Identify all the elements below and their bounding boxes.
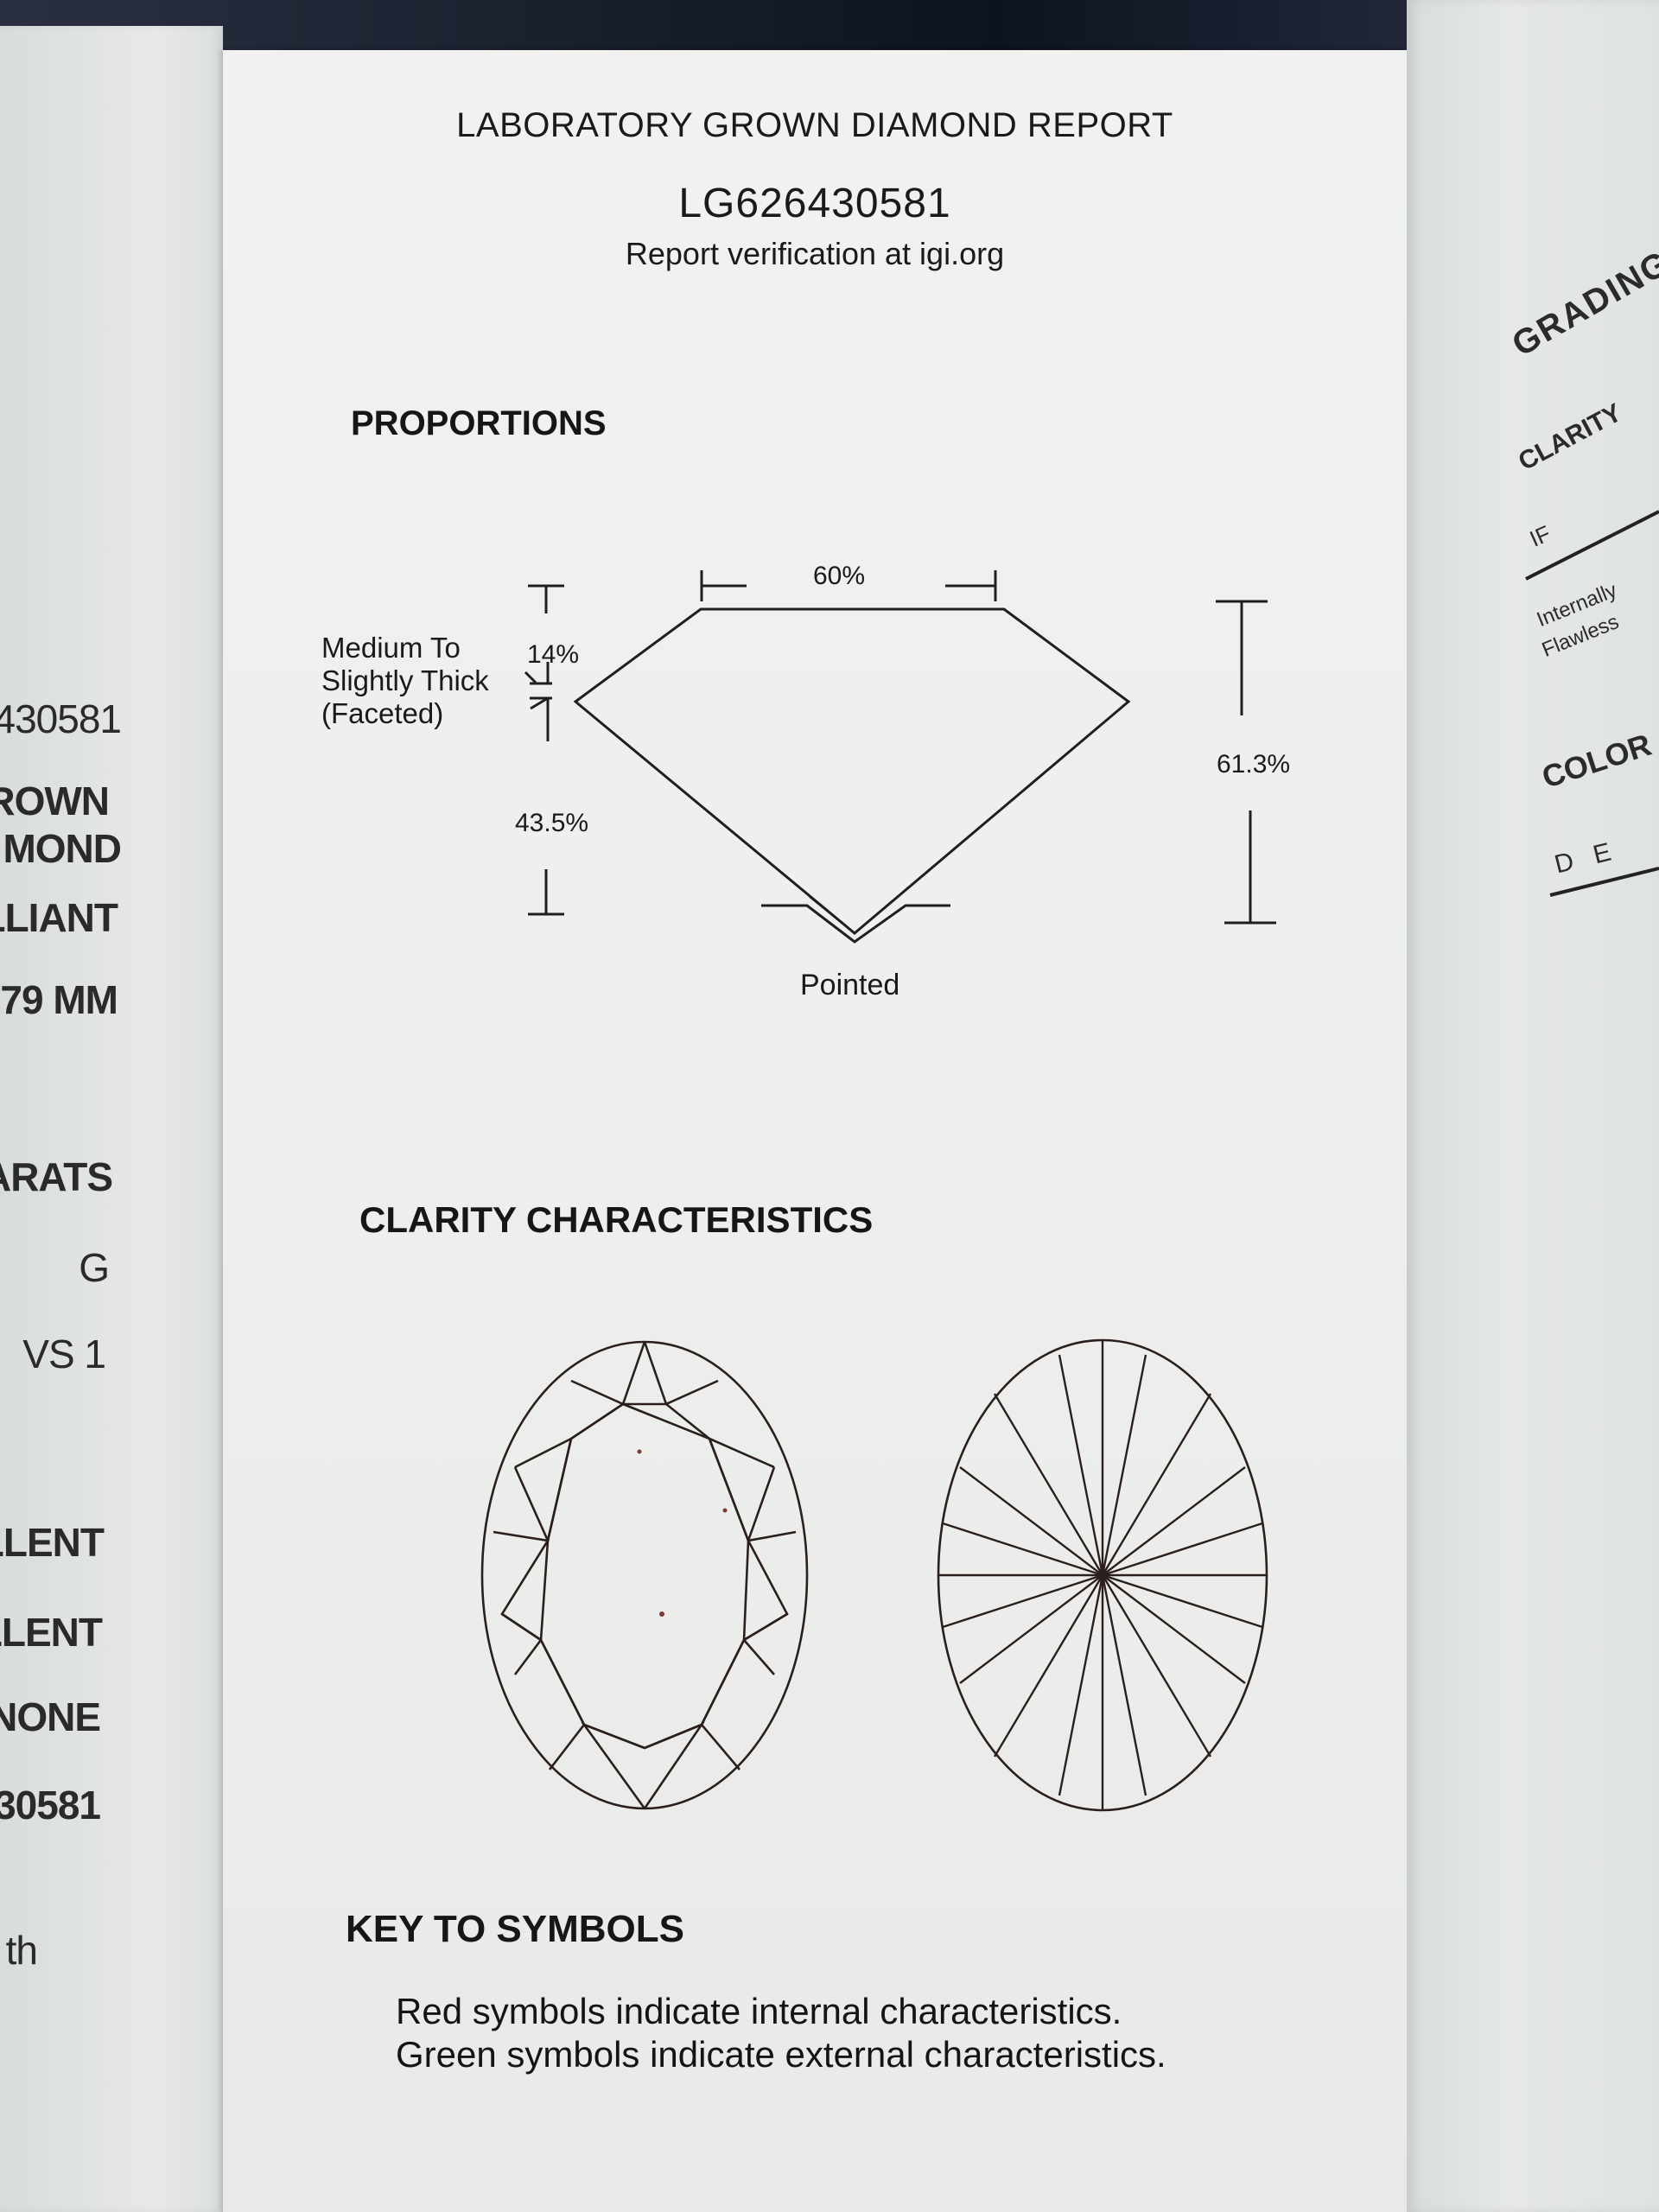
report-title: LABORATORY GROWN DIAMOND REPORT [456, 106, 1173, 144]
left-carats-fragment: ARATS [0, 1154, 113, 1199]
crown-view-diagram [480, 1340, 809, 1810]
girdle-line-1: Medium To [321, 632, 461, 664]
key-line-external: Green symbols indicate external characte… [396, 2034, 1166, 2075]
girdle-line-3: (Faceted) [321, 697, 444, 729]
report-page: LABORATORY GROWN DIAMOND REPORT LG626430… [223, 50, 1407, 2212]
girdle-description: Medium To Slightly Thick (Faceted) [321, 632, 489, 730]
report-number: LG626430581 [678, 181, 951, 226]
left-diamond-fragment: MOND [3, 826, 122, 871]
left-cut-grade-fragment: LLENT [0, 1520, 105, 1565]
key-description: Red symbols indicate internal characteri… [396, 1990, 1166, 2076]
pavilion-view-diagram [937, 1338, 1268, 1812]
left-grown-fragment: ROWN [0, 779, 110, 823]
right-panel-rules [1525, 510, 1659, 897]
inclusion-dot [722, 1508, 728, 1513]
inclusion-markers [637, 1449, 728, 1617]
left-clarity-grade-fragment: VS 1 [22, 1332, 106, 1376]
proportions-diagram [524, 570, 1276, 944]
left-report-number-fragment: 430581 [0, 696, 122, 741]
key-to-symbols-heading: KEY TO SYMBOLS [346, 1908, 685, 1950]
inclusion-dot [659, 1611, 664, 1617]
clarity-plot-diagrams [480, 1338, 1268, 1812]
proportions-heading: PROPORTIONS [351, 404, 607, 442]
left-measurement-fragment: 79 MM [0, 977, 118, 1022]
left-comment-fragment: th [5, 1928, 38, 1973]
left-fluorescence-fragment: NONE [0, 1694, 101, 1739]
left-polish-fragment: LLENT [0, 1610, 103, 1655]
left-brilliant-fragment: LLIANT [0, 895, 118, 940]
right-folded-panel: GRADING CLARITY IF Internally Flawless C… [1407, 0, 1659, 2212]
background-top [0, 0, 1659, 52]
culet-label: Pointed [800, 969, 900, 1001]
pavilion-percentage: 43.5% [515, 809, 589, 837]
left-folded-panel: 430581 ROWN MOND LLIANT 79 MM ARATS G VS… [0, 26, 223, 2212]
table-percentage: 60% [813, 562, 866, 590]
inclusion-dot [637, 1449, 642, 1454]
crown-percentage: 14% [527, 640, 580, 669]
clarity-characteristics-heading: CLARITY CHARACTERISTICS [359, 1199, 874, 1240]
report-verification: Report verification at igi.org [625, 236, 1005, 271]
left-inscription-fragment: 30581 [0, 1783, 101, 1827]
key-line-internal: Red symbols indicate internal characteri… [396, 1991, 1122, 2031]
left-color-grade-fragment: G [79, 1245, 110, 1290]
total-depth-percentage: 61.3% [1217, 750, 1291, 779]
girdle-line-2: Slightly Thick [321, 664, 489, 696]
